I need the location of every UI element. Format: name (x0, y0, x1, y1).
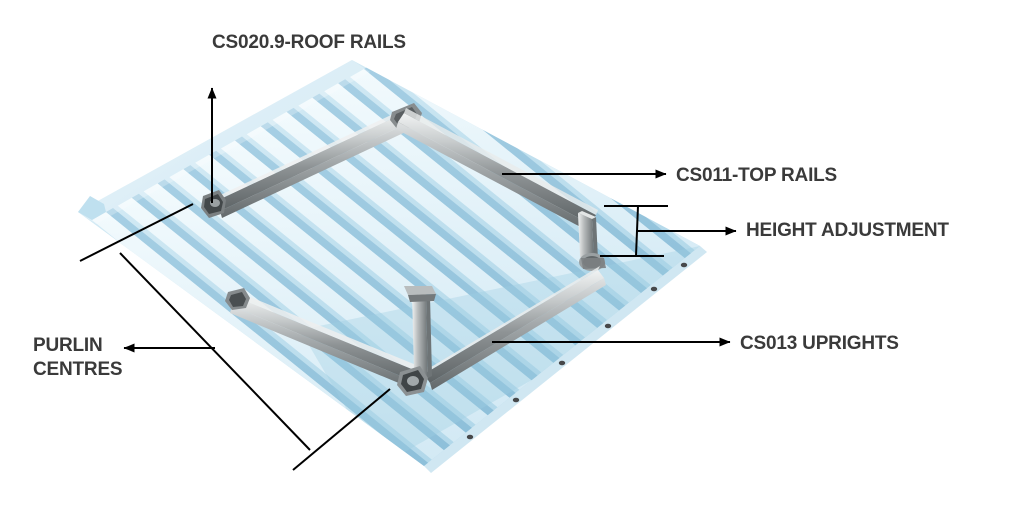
roof-edge-bottom-right (424, 246, 707, 473)
roof-rail-foot-front-left (397, 366, 428, 396)
label-purlin-centres: PURLIN CENTRES (33, 334, 123, 383)
corrugated-roof-sheet (78, 60, 707, 473)
roof-rail-rear (214, 108, 412, 218)
roof-rail-foot-rear-right (579, 253, 606, 271)
label-top-rails: CS011-TOP RAILS (676, 165, 838, 186)
top-rail-front (424, 266, 606, 390)
label-roof-rails: CS020.9-ROOF RAILS (212, 32, 406, 53)
label-height-adjustment: HEIGHT ADJUSTMENT (746, 220, 949, 241)
roof-edge-top-left (78, 196, 106, 220)
roof-fixings (466, 262, 688, 440)
purlin-extension-line-lower (292, 388, 391, 471)
roof-corrugation-ribs (78, 60, 700, 466)
rail-joint-front-middle (404, 286, 436, 302)
upright-post-front (412, 290, 432, 378)
upright-post-rear (578, 211, 598, 262)
callout-leaders (79, 87, 737, 471)
roof-rail-front (230, 292, 426, 391)
purlin-extension-line-upper (79, 203, 194, 262)
height-adjustment-dimension (600, 205, 737, 257)
label-purlin-line1: PURLIN (33, 335, 103, 356)
top-rail-rear (396, 108, 598, 231)
purlin-centres-dimension (79, 203, 391, 471)
roof-rail-foot-front-back (225, 288, 250, 310)
label-purlin-line2: CENTRES (33, 359, 123, 381)
purlin-dimension-line (119, 252, 311, 451)
roof-rail-foot-rear-left (201, 190, 226, 218)
rail-frame-assembly (201, 103, 606, 396)
label-uprights: CS013 UPRIGHTS (740, 333, 899, 354)
